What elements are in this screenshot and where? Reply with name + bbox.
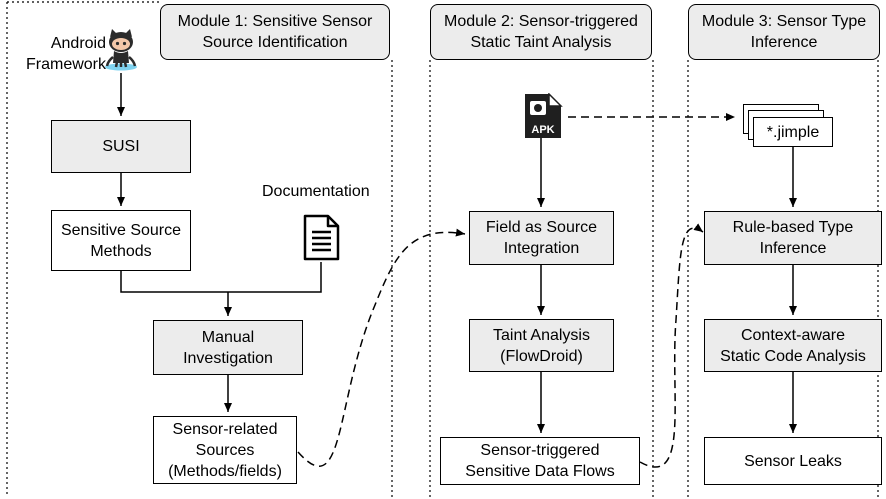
apk-file-icon: APK xyxy=(522,92,564,139)
module3-header: Module 3: Sensor Type Inference xyxy=(688,4,880,60)
module2-header: Module 2: Sensor-triggered Static Taint … xyxy=(430,4,652,60)
rule-based-inference-box: Rule-based Type Inference xyxy=(704,211,882,265)
manual-investigation-box: Manual Investigation xyxy=(153,320,303,375)
sensor-related-sources-box: Sensor-related Sources (Methods/fields) xyxy=(153,416,297,484)
github-octocat-icon xyxy=(103,27,139,71)
dashed-connectors xyxy=(297,113,735,468)
sensor-leaks-box: Sensor Leaks xyxy=(704,437,882,485)
susi-box: SUSI xyxy=(51,120,191,173)
module1-header: Module 1: Sensitive Sensor Source Identi… xyxy=(160,4,390,60)
jimple-file-box: *.jimple xyxy=(753,117,833,147)
documentation-label: Documentation xyxy=(262,183,370,200)
apk-label: APK xyxy=(531,124,554,136)
sensor-triggered-flows-box: Sensor-triggered Sensitive Data Flows xyxy=(440,437,640,485)
module1-arrows xyxy=(117,73,322,412)
document-icon xyxy=(303,214,340,261)
module1-boundary xyxy=(6,1,393,497)
context-aware-analysis-box: Context-aware Static Code Analysis xyxy=(704,319,882,372)
android-framework-label: Android Framework xyxy=(25,35,106,73)
taint-analysis-box: Taint Analysis (FlowDroid) xyxy=(469,319,614,372)
sensitive-source-methods-box: Sensitive Source Methods xyxy=(51,210,191,271)
field-as-source-box: Field as Source Integration xyxy=(469,211,614,265)
